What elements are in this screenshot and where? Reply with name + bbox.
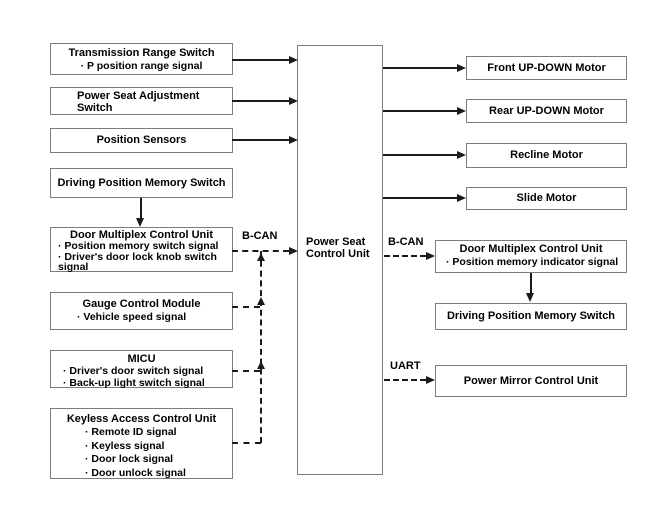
- box-driving-position-memory-switch-left: Driving Position Memory Switch: [50, 168, 233, 198]
- dashed-line-keyless: [232, 442, 261, 444]
- arrowhead-position-sensors-to-center: [289, 136, 298, 144]
- line-door-multiplex-to-memory-switch-right: [530, 273, 532, 294]
- box-title: Power Seat Adjustment Switch: [77, 90, 200, 114]
- box-transmission-range-switch: Transmission Range Switch · P position r…: [50, 43, 233, 75]
- dashed-line-gauge-module: [232, 306, 260, 308]
- label-b-can-left: B-CAN: [242, 230, 278, 242]
- arrowhead-center-to-recline-motor: [457, 151, 466, 159]
- line-center-to-rear-motor: [383, 110, 459, 112]
- label-uart: UART: [390, 360, 421, 372]
- arrowhead-bcan-into-door-multiplex: [426, 252, 435, 260]
- dashed-bus-vertical: [260, 251, 262, 443]
- box-title: Door Multiplex Control Unit: [70, 229, 213, 241]
- box-rear-up-down-motor: Rear UP-DOWN Motor: [466, 99, 627, 123]
- arrowhead-uart-into-power-mirror: [426, 376, 435, 384]
- arrowhead-center-to-rear-motor: [457, 107, 466, 115]
- box-door-multiplex-control-unit-right: Door Multiplex Control Unit · Position m…: [435, 240, 627, 273]
- box-bullet: · Position memory switch signal: [58, 240, 219, 252]
- line-position-sensors-to-center: [232, 139, 290, 141]
- box-gauge-control-module: Gauge Control Module · Vehicle speed sig…: [50, 292, 233, 330]
- box-title: Door Multiplex Control Unit: [459, 243, 603, 255]
- arrowhead-center-to-front-motor: [457, 64, 466, 72]
- box-bullet: · Keyless signal: [85, 439, 165, 452]
- box-title: Position Sensors: [96, 134, 187, 146]
- arrowhead-transmission-to-center: [289, 56, 298, 64]
- arrowhead-adjustment-switch-to-center: [289, 97, 298, 105]
- arrowhead-door-multiplex-to-memory-switch-right: [526, 293, 534, 302]
- box-power-mirror-control-unit: Power Mirror Control Unit: [435, 365, 627, 397]
- box-title: Power Seat Control Unit: [306, 236, 370, 260]
- box-bullet: · Door lock signal: [85, 453, 174, 465]
- box-title: Front UP-DOWN Motor: [487, 61, 606, 74]
- box-bullet: · Remote ID signal: [85, 426, 177, 438]
- arrowhead-bus-junction-gauge: [257, 297, 265, 305]
- arrowhead-bus-junction-micu: [257, 361, 265, 369]
- box-title: Rear UP-DOWN Motor: [489, 104, 604, 117]
- arrowhead-bcan-into-center: [289, 247, 298, 255]
- box-bullet: · Position memory indicator signal: [446, 256, 619, 268]
- arrowhead-center-to-slide-motor: [457, 194, 466, 202]
- box-slide-motor: Slide Motor: [466, 187, 627, 210]
- box-front-up-down-motor: Front UP-DOWN Motor: [466, 56, 627, 80]
- box-bullet: · Back-up light switch signal: [63, 377, 205, 389]
- box-recline-motor: Recline Motor: [466, 143, 627, 168]
- box-title: Recline Motor: [510, 149, 583, 161]
- dashed-line-center-uart: [384, 379, 426, 381]
- box-bullet: · P position range signal: [80, 60, 203, 72]
- line-center-to-recline-motor: [383, 154, 459, 156]
- arrowhead-bus-junction-top: [257, 253, 265, 261]
- box-title: Driving Position Memory Switch: [57, 176, 226, 189]
- box-bullet: · Door unlock signal: [85, 466, 186, 479]
- arrowhead-memory-switch-to-door-multiplex: [136, 218, 144, 227]
- box-position-sensors: Position Sensors: [50, 128, 233, 153]
- box-title: Transmission Range Switch: [68, 47, 215, 59]
- box-title: Driving Position Memory Switch: [446, 310, 616, 322]
- box-bullet: · Vehicle speed signal: [77, 311, 187, 323]
- label-b-can-right: B-CAN: [388, 236, 424, 248]
- box-driving-position-memory-switch-right: Driving Position Memory Switch: [435, 303, 627, 330]
- line-center-to-front-motor: [383, 67, 459, 69]
- box-power-seat-control-unit: Power Seat Control Unit: [297, 45, 383, 475]
- box-power-seat-adjustment-switch: Power Seat Adjustment Switch: [50, 87, 233, 115]
- line-memory-switch-to-door-multiplex: [140, 198, 142, 219]
- box-bullet: · Driver's door switch signal: [63, 365, 204, 377]
- box-title: Gauge Control Module: [82, 298, 201, 310]
- line-adjustment-switch-to-center: [232, 100, 290, 102]
- dashed-line-micu: [232, 370, 260, 372]
- box-title: Slide Motor: [516, 192, 577, 204]
- box-title: MICU: [127, 353, 156, 365]
- box-door-multiplex-control-unit-left: Door Multiplex Control Unit · Position m…: [50, 227, 233, 272]
- line-center-to-slide-motor: [383, 197, 459, 199]
- box-keyless-access-control-unit: Keyless Access Control Unit · Remote ID …: [50, 408, 233, 479]
- box-title: Power Mirror Control Unit: [463, 374, 599, 387]
- box-bullet: · Driver's door lock knob switch signal: [58, 250, 217, 273]
- box-micu: MICU · Driver's door switch signal · Bac…: [50, 350, 233, 389]
- box-title: Keyless Access Control Unit: [66, 413, 217, 425]
- dashed-line-center-bcan-right: [384, 255, 426, 257]
- line-transmission-to-center: [232, 59, 290, 61]
